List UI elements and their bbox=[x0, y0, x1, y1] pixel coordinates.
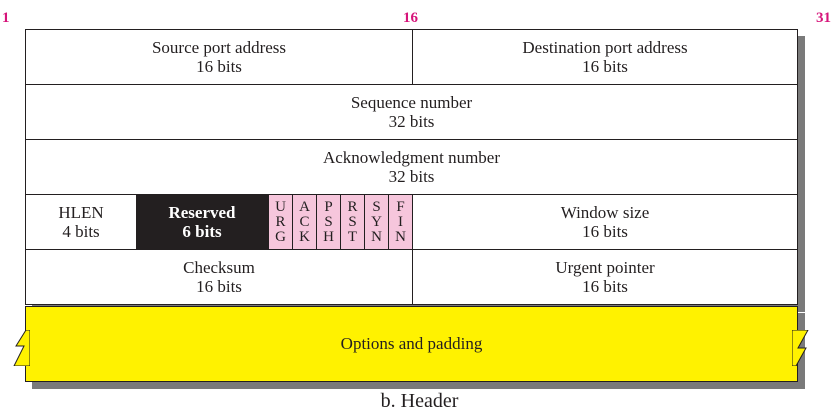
bit-number-start: 1 bbox=[2, 10, 10, 26]
flag-letter: A bbox=[299, 198, 310, 215]
dest-port-size: 16 bits bbox=[582, 57, 628, 76]
reserved-title: Reserved bbox=[168, 203, 236, 222]
source-port-cell: Source port address 16 bits bbox=[26, 30, 412, 84]
flag-letter: N bbox=[371, 228, 382, 245]
break-right-icon bbox=[792, 330, 809, 366]
dest-port-cell: Destination port address 16 bits bbox=[412, 30, 797, 84]
urgent-pointer-title: Urgent pointer bbox=[555, 258, 655, 277]
options-label: Options and padding bbox=[340, 334, 483, 353]
flag-letter: S bbox=[348, 213, 357, 230]
flag-letter: N bbox=[395, 228, 406, 245]
reserved-cell: Reserved 6 bits bbox=[136, 195, 268, 249]
flag-letter: T bbox=[347, 228, 358, 245]
flag-letter: Y bbox=[371, 213, 382, 230]
flag-letter: S bbox=[372, 198, 381, 215]
urgent-pointer-cell: Urgent pointer 16 bits bbox=[412, 250, 797, 304]
checksum-cell: Checksum 16 bits bbox=[26, 250, 412, 304]
flag-letter: P bbox=[324, 198, 333, 215]
reserved-size: 6 bits bbox=[182, 222, 222, 241]
flag-urg: U R G bbox=[268, 195, 292, 249]
break-left-icon bbox=[13, 330, 30, 366]
flag-psh: P S H bbox=[316, 195, 340, 249]
tcp-header-table: Source port address 16 bits Destination … bbox=[25, 29, 798, 305]
row-ports: Source port address 16 bits Destination … bbox=[26, 30, 797, 85]
row-hlen-flags-window: HLEN 4 bits Reserved 6 bits U R G A C K … bbox=[26, 195, 797, 250]
source-port-size: 16 bits bbox=[196, 57, 242, 76]
flag-syn: S Y N bbox=[364, 195, 388, 249]
sequence-title: Sequence number bbox=[350, 93, 473, 112]
checksum-title: Checksum bbox=[183, 258, 255, 277]
ack-title: Acknowledgment number bbox=[322, 148, 501, 167]
flag-rst: R S T bbox=[340, 195, 364, 249]
flag-letter: U bbox=[275, 198, 286, 215]
hlen-cell: HLEN 4 bits bbox=[26, 195, 136, 249]
sequence-cell: Sequence number 32 bits bbox=[26, 85, 797, 139]
row-sequence: Sequence number 32 bits bbox=[26, 85, 797, 140]
flag-letter: H bbox=[323, 228, 334, 245]
flag-letter: K bbox=[299, 228, 310, 245]
figure-caption: b. Header bbox=[380, 390, 459, 412]
options-and-padding: Options and padding bbox=[25, 306, 798, 382]
window-size-title: Window size bbox=[560, 203, 650, 222]
flag-ack: A C K bbox=[292, 195, 316, 249]
window-size-size: 16 bits bbox=[582, 222, 628, 241]
row-checksum-urgent: Checksum 16 bits Urgent pointer 16 bits bbox=[26, 250, 797, 304]
flag-letter: I bbox=[398, 213, 403, 230]
flag-letter: C bbox=[299, 213, 310, 230]
flag-letter: F bbox=[396, 198, 405, 215]
ack-cell: Acknowledgment number 32 bits bbox=[26, 140, 797, 194]
sequence-size: 32 bits bbox=[388, 112, 435, 131]
flag-letter: R bbox=[275, 213, 286, 230]
hlen-size: 4 bits bbox=[62, 222, 100, 241]
checksum-size: 16 bits bbox=[196, 277, 242, 296]
flag-letter: S bbox=[324, 213, 333, 230]
source-port-title: Source port address bbox=[151, 38, 287, 57]
row-ack: Acknowledgment number 32 bits bbox=[26, 140, 797, 195]
ack-size: 32 bits bbox=[388, 167, 435, 186]
dest-port-title: Destination port address bbox=[522, 38, 688, 57]
flag-fin: F I N bbox=[388, 195, 412, 249]
hlen-title: HLEN bbox=[58, 203, 104, 222]
window-size-cell: Window size 16 bits bbox=[412, 195, 797, 249]
flag-letter: R bbox=[347, 198, 358, 215]
urgent-pointer-size: 16 bits bbox=[582, 277, 628, 296]
flag-letter: G bbox=[275, 228, 286, 245]
bit-number-end: 31 bbox=[816, 10, 831, 26]
bit-number-middle: 16 bbox=[403, 10, 418, 26]
